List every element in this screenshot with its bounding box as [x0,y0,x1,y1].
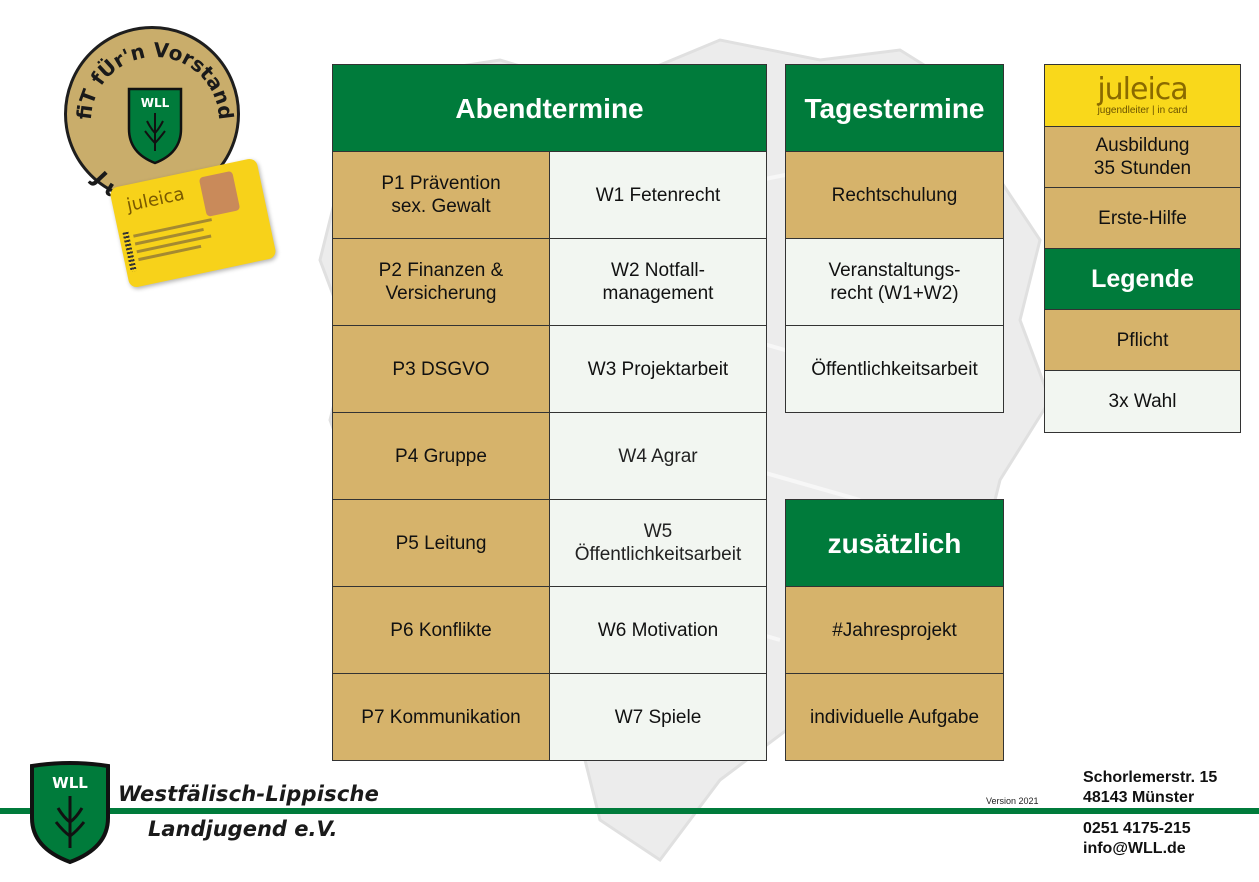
footer-divider [0,808,1259,814]
zusaetzlich-header: zusätzlich [785,499,1004,587]
zusaetzlich-cell-jahresprojekt: #Jahresprojekt [785,586,1004,674]
wahl-cell-w5: W5 Öffentlichkeitsarbeit [549,499,767,587]
wahl-cell-w7: W7 Spiele [549,673,767,761]
pflicht-cell-p2: P2 Finanzen & Versicherung [332,238,550,326]
address-street: Schorlemerstr. 15 [1083,769,1218,786]
pflicht-cell-p5: P5 Leitung [332,499,550,587]
legende-header: Legende [1044,248,1241,310]
wahl-cell-w2: W2 Notfall- management [549,238,767,326]
wahl-cell-w3: W3 Projektarbeit [549,325,767,413]
zusaetzlich-cell-individuelle-aufgabe: individuelle Aufgabe [785,673,1004,761]
erste-hilfe-cell: Erste-Hilfe [1044,187,1241,249]
wahl-cell-w1: W1 Fetenrecht [549,151,767,239]
card-brand: juleica [124,183,187,217]
tages-cell-rechtschulung: Rechtschulung [785,151,1004,239]
wll-shield-logo-icon: WLL [30,761,110,865]
legend-pflicht: Pflicht [1044,309,1241,371]
contact-email: info@WLL.de [1083,840,1186,857]
juleica-logo: juleica jugendleiter | in card [1044,64,1241,127]
tages-cell-oeffentlichkeitsarbeit: Öffentlichkeitsarbeit [785,325,1004,413]
badge-shield-letters: WLL [141,96,170,110]
wahl-cell-w4: W4 Agrar [549,412,767,500]
pflicht-cell-p1: P1 Prävention sex. Gewalt [332,151,550,239]
ausbildung-cell: Ausbildung 35 Stunden [1044,126,1241,188]
version-label: Version 2021 [986,796,1039,806]
badge-shield-icon: WLL [127,87,183,165]
org-name-line2: Landjugend e.V. [148,817,338,841]
org-name-line1: Westfälisch-Lippische [118,782,380,806]
tagestermine-header: Tagestermine [785,64,1004,152]
abendtermine-header: Abendtermine [332,64,767,152]
address-city: 48143 Münster [1083,789,1195,806]
card-photo-icon [198,170,241,217]
pflicht-cell-p7: P7 Kommunikation [332,673,550,761]
tages-cell-veranstaltungsrecht: Veranstaltungs- recht (W1+W2) [785,238,1004,326]
legend-wahl: 3x Wahl [1044,370,1241,433]
pflicht-cell-p4: P4 Gruppe [332,412,550,500]
wahl-cell-w6: W6 Motivation [549,586,767,674]
juleica-logo-subtitle: jugendleiter | in card [1097,104,1188,116]
footer-shield-letters: WLL [52,774,88,792]
juleica-logo-word: juleica [1097,71,1188,107]
pflicht-cell-p3: P3 DSGVO [332,325,550,413]
pflicht-cell-p6: P6 Konflikte [332,586,550,674]
contact-phone: 0251 4175-215 [1083,820,1191,837]
